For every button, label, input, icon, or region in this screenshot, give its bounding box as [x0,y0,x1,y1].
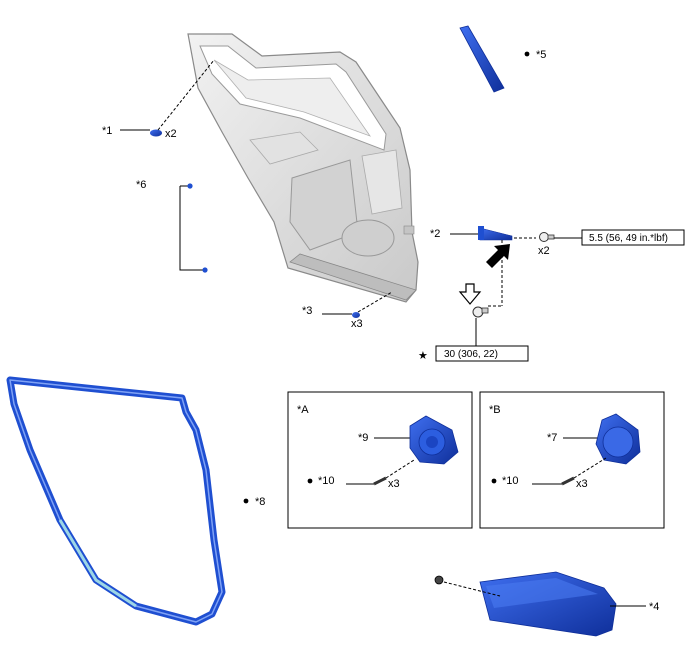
callout-4: *4 [649,601,659,613]
rear-door-panel [187,33,419,303]
torque-2: 30 (306, 22) [444,349,498,360]
installation-arrow-icon [486,244,510,268]
part-8-weatherstrip [6,376,226,626]
qty-3: x3 [351,318,363,330]
star-symbol: ★ [418,350,428,362]
qty-2: x2 [538,245,550,257]
callout-9: *9 [358,432,368,444]
removal-arrow-icon [458,283,482,305]
qty-10-a: x3 [388,478,400,490]
callout-2: *2 [430,228,440,240]
clip-4 [434,575,444,585]
qty-1: x2 [165,128,177,140]
bolt-x2 [539,232,555,242]
callout-5: *5 [536,49,546,61]
part-7-speaker [595,413,641,465]
panel-b-label: *B [489,404,501,416]
bullet-dot [524,51,530,57]
part-6-cable-end [187,183,193,189]
panel-b [479,391,665,529]
qty-10-b: x3 [576,478,588,490]
panel-a-label: *A [297,404,309,416]
part-5-strip [459,25,505,93]
torque-1: 5.5 (56, 49 in.*lbf) [589,233,668,244]
part-6-cable-end [202,267,208,273]
bolt-lower [472,306,489,318]
callout-8: *8 [255,496,265,508]
callout-1: *1 [102,125,112,137]
part-9-speaker [409,415,459,465]
part-1-clip [150,129,162,137]
callout-10-a: *10 [318,475,335,487]
callout-10-b: *10 [502,475,519,487]
part-3-clip [352,312,360,318]
part-4-cover [479,571,617,637]
part-2-door-check [479,227,513,241]
callout-7: *7 [547,432,557,444]
callout-6: *6 [136,179,146,191]
callout-3: *3 [302,305,312,317]
torque-box-2 [435,345,529,362]
torque-box-1 [581,229,685,246]
